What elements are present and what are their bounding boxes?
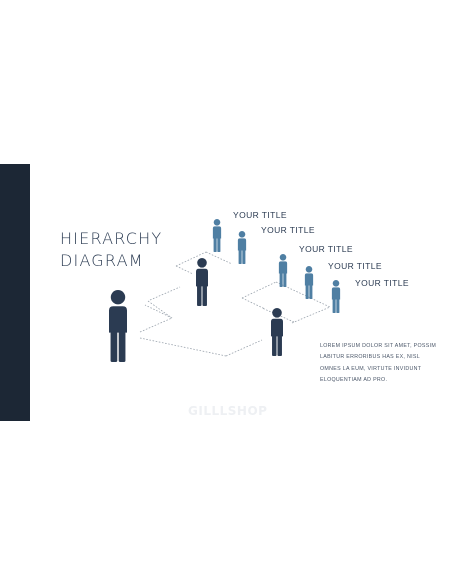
- connector-line: [147, 300, 173, 319]
- slide-area: [0, 164, 456, 421]
- connector-line: [139, 317, 173, 333]
- person-icon-level-2: [196, 258, 208, 306]
- person-icon-level-3: [304, 266, 314, 299]
- title-label-4: YOUR TITLE: [328, 261, 382, 271]
- watermark-logo: GILLLSHOP: [188, 404, 268, 418]
- side-accent-bar: [0, 164, 30, 421]
- person-icon-level-3: [212, 219, 222, 252]
- description-text: LOREM IPSUM DOLOR SIT AMET, POSSIM LABIT…: [320, 343, 437, 384]
- title-line-2: DIAGRAM: [60, 251, 144, 270]
- title-line-1: HIERARCHY: [60, 229, 163, 248]
- connector-line: [175, 265, 194, 275]
- person-icon-level-3: [331, 280, 341, 313]
- title-label-2: YOUR TITLE: [261, 225, 315, 235]
- connector-line: [149, 286, 181, 301]
- slide-title: HIERARCHY DIAGRAM: [60, 228, 162, 272]
- connector-line: [291, 306, 331, 324]
- person-icon-level-3: [278, 253, 288, 287]
- connector-line: [144, 304, 173, 319]
- person-icon-level-2: [271, 308, 283, 356]
- connector-line: [175, 251, 207, 267]
- connector-line: [205, 251, 233, 265]
- title-label-5: YOUR TITLE: [355, 278, 409, 288]
- connector-line: [241, 281, 277, 299]
- connector-line: [225, 339, 263, 357]
- connector-lines: [139, 251, 331, 357]
- connector-line: [139, 337, 227, 357]
- person-icon-level-1: [109, 290, 127, 362]
- title-label-1: YOUR TITLE: [233, 210, 287, 220]
- title-label-3: YOUR TITLE: [299, 244, 353, 254]
- person-figures: [109, 219, 341, 362]
- person-icon-level-3: [237, 231, 247, 264]
- connector-line: [241, 297, 266, 310]
